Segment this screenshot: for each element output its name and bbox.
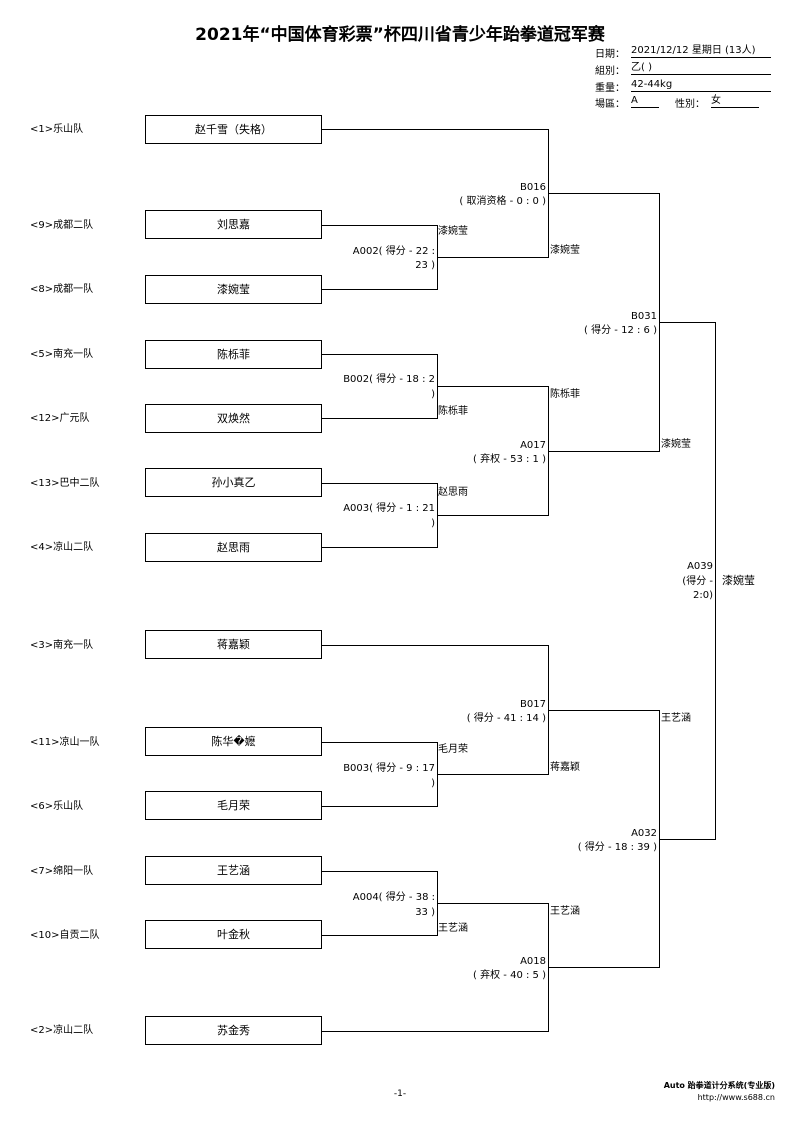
match-winner: 王艺涵: [661, 713, 691, 724]
date-label: 日期：: [595, 49, 625, 60]
player-box: 苏金秀: [145, 1016, 322, 1045]
match-score: 2:0): [693, 590, 713, 601]
player-box: 毛月荣: [145, 791, 322, 820]
match-score: ( 得分 - 41 : 14 ): [466, 713, 546, 724]
system-name: Auto 跆拳道计分系统(专业版): [663, 1081, 775, 1090]
match-score: ( 弃权 - 40 : 5 ): [473, 970, 546, 981]
match-code: A018: [520, 956, 546, 967]
match-score: ): [431, 389, 435, 400]
match-score: ( 得分 - 18 : 39 ): [577, 842, 657, 853]
player-box: 赵思雨: [145, 533, 322, 562]
team-label: <9>成都二队: [30, 220, 94, 231]
player-box: 陈华�嬷: [145, 727, 322, 756]
match-winner: 王艺涵: [550, 906, 580, 917]
weight-value: 42-44kg: [631, 79, 771, 92]
team-label: <2>凉山二队: [30, 1025, 94, 1036]
player-box: 漆婉莹: [145, 275, 322, 304]
match-winner: 王艺涵: [438, 923, 468, 934]
match-score: ( 弃权 - 53 : 1 ): [473, 454, 546, 465]
champion: 漆婉莹: [722, 574, 755, 587]
match-code: B016: [520, 182, 546, 193]
match-code: A039: [687, 561, 713, 572]
gender-value: 女: [711, 95, 759, 108]
match-score: ( 得分 - 12 : 6 ): [584, 325, 657, 336]
team-label: <12>广元队: [30, 413, 90, 424]
match-score: A002( 得分 - 22 :: [352, 246, 435, 257]
match-winner: 陈栎菲: [438, 406, 468, 417]
match-code: B031: [631, 311, 657, 322]
court-label: 場區：: [595, 99, 625, 110]
player-box: 刘思嘉: [145, 210, 322, 239]
team-label: <8>成都一队: [30, 284, 94, 295]
match-winner: 陈栎菲: [550, 389, 580, 400]
player-box: 孙小真乙: [145, 468, 322, 497]
team-label: <5>南充一队: [30, 349, 94, 360]
player-box: 赵千雪（失格）: [145, 115, 322, 144]
team-label: <7>绵阳一队: [30, 866, 94, 877]
match-winner: 蒋嘉颖: [550, 762, 580, 773]
match-score: ( 取消资格 - 0 : 0 ): [459, 196, 546, 207]
match-score: A003( 得分 - 1 : 21: [343, 503, 435, 514]
match-score: B002( 得分 - 18 : 2: [343, 374, 435, 385]
page-title: 2021年“中国体育彩票”杯四川省青少年跆拳道冠军赛: [195, 25, 605, 45]
match-winner: 赵思雨: [438, 487, 468, 498]
match-score: B003( 得分 - 9 : 17: [343, 763, 435, 774]
team-label: <11>凉山一队: [30, 737, 100, 748]
team-label: <4>凉山二队: [30, 542, 94, 553]
match-score: ): [431, 778, 435, 789]
weight-label: 重量：: [595, 83, 625, 94]
match-code: B017: [520, 699, 546, 710]
team-label: <3>南充一队: [30, 640, 94, 651]
player-box: 王艺涵: [145, 856, 322, 885]
match-winner: 毛月荣: [438, 744, 468, 755]
match-score: A004( 得分 - 38 :: [352, 892, 435, 903]
match-score: (得分 -: [682, 576, 713, 587]
group-label: 組別：: [595, 66, 625, 77]
system-url: http://www.s688.cn: [697, 1093, 775, 1102]
player-box: 叶金秋: [145, 920, 322, 949]
team-label: <13>巴中二队: [30, 478, 100, 489]
match-score: 33 ): [415, 907, 435, 918]
match-code: A032: [631, 828, 657, 839]
court-value: A: [631, 95, 659, 108]
player-box: 蒋嘉颖: [145, 630, 322, 659]
page-number: -1-: [393, 1089, 407, 1099]
match-winner: 漆婉莹: [661, 439, 691, 450]
player-box: 陈栎菲: [145, 340, 322, 369]
player-box: 双焕然: [145, 404, 322, 433]
team-label: <1>乐山队: [30, 124, 84, 135]
team-label: <10>自贡二队: [30, 930, 100, 941]
match-score: ): [431, 518, 435, 529]
team-label: <6>乐山队: [30, 801, 84, 812]
group-value: 乙( ): [631, 62, 771, 75]
match-winner: 漆婉莹: [550, 245, 580, 256]
date-value: 2021/12/12 星期日 (13人): [631, 45, 771, 58]
gender-label: 性別：: [675, 99, 705, 110]
match-code: A017: [520, 440, 546, 451]
match-score: 23 ): [415, 260, 435, 271]
match-winner: 漆婉莹: [438, 226, 468, 237]
